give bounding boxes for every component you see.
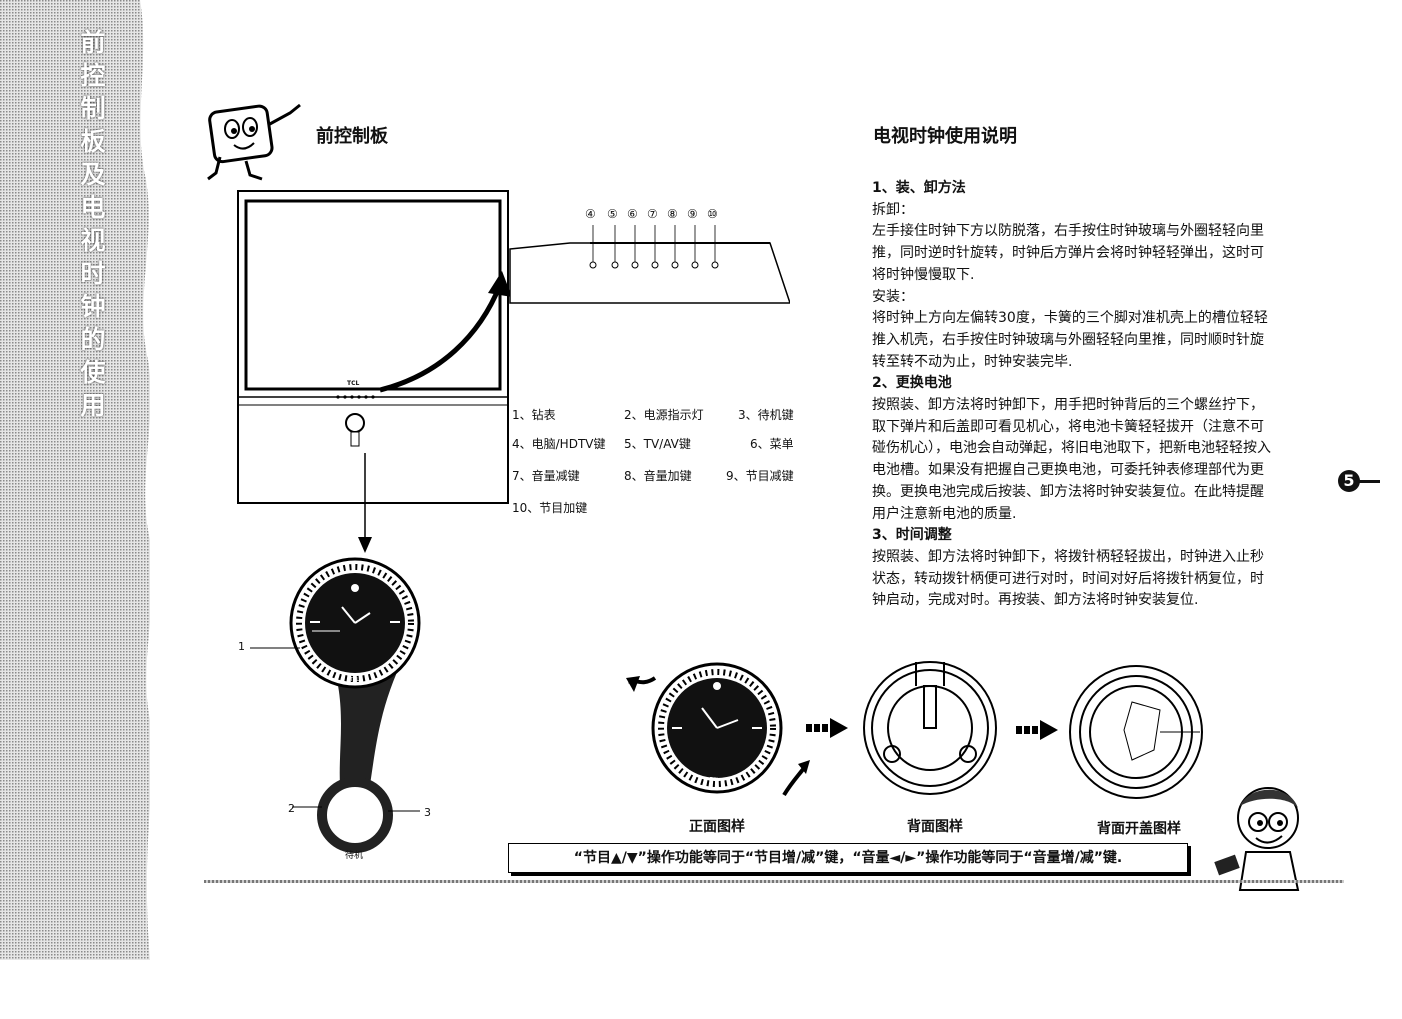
paragraph: 拆卸：: [872, 201, 914, 218]
tv-front-diagram: [237, 190, 790, 853]
caption-front: 正面图样: [689, 819, 745, 835]
clock-views-diagram: [626, 661, 1203, 799]
section-heading: 3、时间调整: [872, 527, 952, 544]
legend-item: 9、节目减键: [726, 469, 794, 483]
legend-item: 2、电源指示灯: [624, 408, 704, 422]
tv-brand-logo: TCL: [347, 380, 360, 387]
legend-item: 3、待机键: [738, 408, 794, 422]
sidebar-title: 前控制板及电视时钟的使用: [80, 28, 106, 420]
callout-1: 1: [238, 640, 245, 653]
button-number-9: ⑨: [687, 207, 698, 221]
paragraph: 按照装、卸方法将时钟卸下，用手把时钟背后的三个螺丝拧下，取下弹片和后盖即可看见机…: [872, 397, 1271, 522]
function-note-box: “节目▲/▼”操作功能等同于“节目增/减”键，“音量◄/►”操作功能等同于“音量…: [508, 843, 1188, 873]
legend-item: 1、钻表: [512, 408, 556, 422]
wall-clock-brand: TCL: [350, 677, 360, 683]
callout-2: 2: [288, 802, 295, 815]
section-heading: 1、装、卸方法: [872, 180, 966, 196]
section-heading: 2、更换电池: [872, 375, 952, 392]
paragraph: 左手接住时钟下方以防脱落，右手按住时钟玻璃与外圈轻轻向里推，同时逆时针旋转，时钟…: [872, 223, 1264, 283]
front-clock-brand: TCL: [710, 777, 720, 783]
legend-item: 6、菜单: [750, 437, 794, 451]
legend-item: 8、音量加键: [624, 469, 692, 483]
legend-item: 7、音量减键: [512, 469, 580, 483]
button-number-8: ⑧: [667, 207, 678, 221]
clock-instructions-heading: 电视时钟使用说明: [873, 126, 1017, 147]
page-number-line: [1358, 480, 1380, 483]
legend-item: 10、节目加键: [512, 501, 588, 515]
mascot-tv-icon: [207, 103, 301, 181]
caption-back: 背面图样: [907, 819, 963, 835]
callout-3: 3: [424, 806, 431, 819]
clock-back-view: [863, 661, 997, 795]
control-buttons: [589, 261, 719, 269]
paragraph: 安装：: [872, 288, 914, 305]
instruction-body: 1、装、卸方法 拆卸： 左手接住时钟下方以防脱落，右手按住时钟玻璃与外圈轻轻向里…: [872, 178, 1272, 612]
standby-label: 待机: [345, 851, 364, 861]
button-number-10: ⑩: [707, 207, 718, 221]
sidebar-texture: [0, 0, 150, 960]
paragraph: 按照装、卸方法将时钟卸下，将拨针柄轻轻拔出，时钟进入止秒状态，转动拨针柄便可进行…: [872, 548, 1264, 609]
paragraph: 将时钟上方向左偏转30度，卡簧的三个脚对准机壳上的槽位轻轻推入机壳，右手按住时钟…: [872, 310, 1268, 370]
clock-back-open-view: [1069, 665, 1203, 799]
legend-item: 5、TV/AV键: [624, 437, 691, 451]
button-number-6: ⑥: [627, 207, 638, 221]
bottom-rule: [204, 880, 1344, 883]
clock-front-view: [651, 662, 783, 794]
button-number-7: ⑦: [647, 207, 658, 221]
button-number-4: ④: [585, 207, 596, 221]
front-panel-heading: 前控制板: [316, 126, 388, 147]
sidebar-banner: 前控制板及电视时钟的使用: [0, 0, 150, 960]
page-number-badge: 5: [1338, 470, 1360, 492]
legend-item: 4、电脑/HDTV键: [512, 437, 606, 451]
indicator-dots: [336, 395, 375, 399]
caption-back-open: 背面开盖图样: [1097, 821, 1181, 837]
button-number-5: ⑤: [607, 207, 618, 221]
